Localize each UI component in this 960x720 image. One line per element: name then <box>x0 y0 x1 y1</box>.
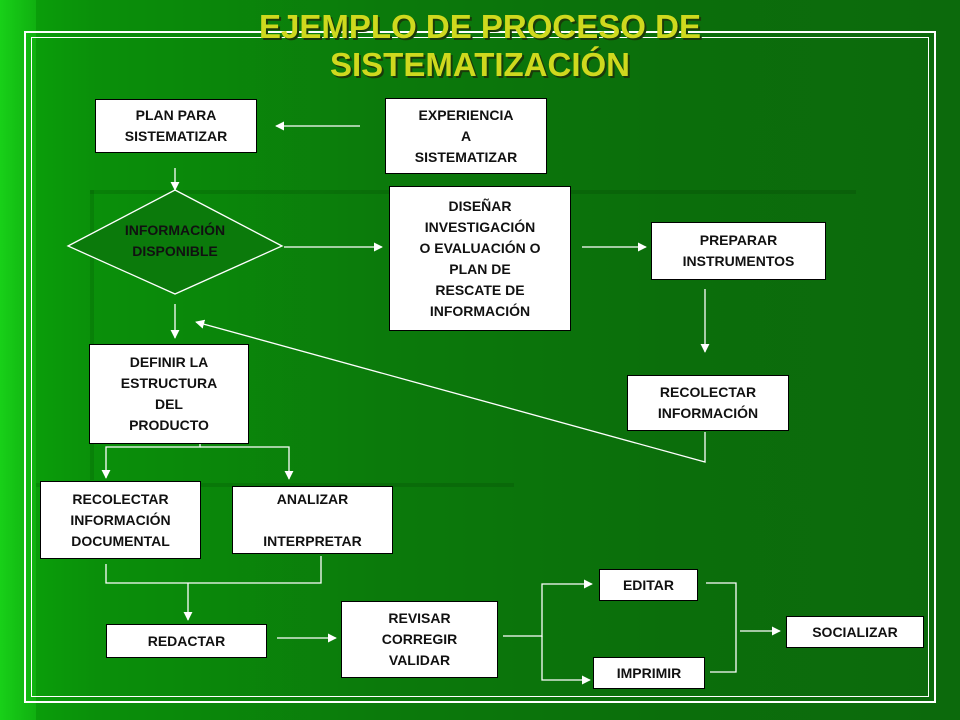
node-definir-estructura: DEFINIR LA ESTRUCTURA DEL PRODUCTO <box>89 344 249 444</box>
slide-title: EJEMPLO DE PROCESO DE SISTEMATIZACIÓN <box>259 8 701 83</box>
background-left-strip <box>0 0 36 720</box>
node-socializar: SOCIALIZAR <box>786 616 924 648</box>
node-disenar-investigacion: DISEÑAR INVESTIGACIÓN O EVALUACIÓN O PLA… <box>389 186 571 331</box>
node-imprimir: IMPRIMIR <box>593 657 705 689</box>
background-band <box>36 483 514 487</box>
node-analizar-interpretar: ANALIZAR INTERPRETAR <box>232 486 393 554</box>
slide-frame-outer <box>24 31 936 703</box>
node-experiencia-a-sistematizar: EXPERIENCIA A SISTEMATIZAR <box>385 98 547 174</box>
node-plan-para-sistematizar: PLAN PARA SISTEMATIZAR <box>95 99 257 153</box>
decision-diamond <box>66 189 284 295</box>
line-editar-merge <box>706 582 737 673</box>
slide-frame-inner <box>31 37 929 697</box>
node-revisar-corregir-validar: REVISAR CORREGIR VALIDAR <box>341 601 498 678</box>
node-redactar: REDACTAR <box>106 624 267 658</box>
arrow-definir-analizar <box>200 446 294 480</box>
arrow-recolectar-definir <box>195 319 706 463</box>
line-revisar-split <box>503 579 593 637</box>
arrow-revisar-imprimir <box>541 636 591 685</box>
node-informacion-disponible: INFORMACIÓN DISPONIBLE <box>124 222 226 259</box>
node-preparar-instrumentos: PREPARAR INSTRUMENTOS <box>651 222 826 280</box>
line-merge-redactar <box>105 556 322 584</box>
node-recolectar-documental: RECOLECTAR INFORMACIÓN DOCUMENTAL <box>40 481 201 559</box>
node-recolectar-informacion: RECOLECTAR INFORMACIÓN <box>627 375 789 431</box>
node-editar: EDITAR <box>599 569 698 601</box>
background-band <box>90 190 94 480</box>
